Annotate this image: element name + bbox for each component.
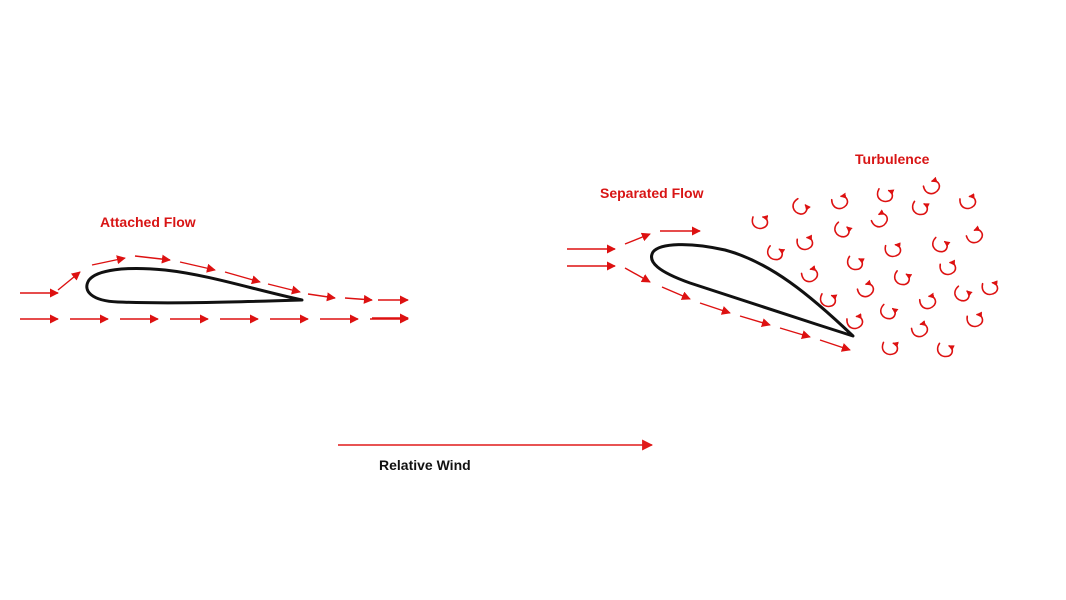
swirl-arrow bbox=[910, 320, 929, 338]
turbulence-swirl bbox=[893, 270, 913, 286]
swirl-arrow bbox=[965, 225, 984, 244]
turbulence-swirl bbox=[959, 193, 977, 210]
turbulence-swirl bbox=[846, 313, 864, 330]
swirl-arrow bbox=[870, 209, 889, 228]
swirl-arrow bbox=[893, 270, 913, 286]
turbulence-swirl bbox=[870, 209, 889, 228]
turbulence-swirl bbox=[884, 242, 902, 258]
turbulence-swirl bbox=[766, 245, 786, 261]
turbulence-swirls bbox=[751, 176, 999, 358]
attached-flow-streamlines bbox=[20, 254, 409, 324]
flow-arrow bbox=[344, 294, 373, 304]
swirl-arrow bbox=[932, 236, 951, 253]
turbulence-swirl bbox=[918, 292, 937, 310]
turbulence-swirl bbox=[910, 320, 929, 338]
turbulence-label: Turbulence bbox=[855, 151, 930, 167]
turbulence-swirl bbox=[876, 188, 895, 203]
swirl-arrow bbox=[936, 342, 955, 358]
turbulence-swirl bbox=[881, 341, 899, 356]
swirl-arrow bbox=[846, 255, 865, 271]
turbulence-swirl bbox=[856, 279, 875, 298]
flow-arrow bbox=[661, 286, 691, 300]
turbulence-swirl bbox=[800, 265, 819, 283]
turbulence-swirl bbox=[819, 293, 838, 308]
airfoil-attached bbox=[85, 267, 304, 305]
swirl-arrow bbox=[800, 265, 819, 283]
swirl-arrow bbox=[792, 197, 811, 215]
airfoil-separated bbox=[650, 243, 855, 338]
swirl-arrow bbox=[796, 234, 814, 251]
turbulence-swirl bbox=[932, 236, 951, 253]
turbulence-swirl bbox=[981, 280, 999, 296]
turbulence-swirl bbox=[834, 221, 853, 238]
turbulence-swirl bbox=[954, 285, 973, 302]
separated-flow-label: Separated Flow bbox=[600, 185, 704, 201]
turbulence-swirl bbox=[922, 176, 941, 195]
turbulence-swirl bbox=[966, 311, 984, 328]
flow-arrow bbox=[699, 302, 731, 315]
swirl-arrow bbox=[954, 285, 973, 302]
swirl-arrow bbox=[911, 200, 930, 216]
turbulence-swirl bbox=[846, 255, 865, 271]
flow-arrow bbox=[91, 255, 126, 266]
flow-arrow bbox=[739, 315, 771, 327]
attached-flow-label: Attached Flow bbox=[100, 214, 196, 230]
swirl-arrow bbox=[766, 245, 786, 261]
separated-flow-streamlines bbox=[567, 226, 851, 352]
swirl-arrow bbox=[939, 259, 957, 276]
flow-arrow bbox=[624, 267, 651, 283]
turbulence-swirl bbox=[796, 234, 814, 251]
turbulence-swirl bbox=[751, 215, 769, 230]
flow-arrow bbox=[624, 232, 651, 245]
swirl-arrow bbox=[876, 188, 895, 203]
flow-arrow bbox=[819, 339, 851, 352]
flow-arrow bbox=[224, 271, 261, 285]
swirl-arrow bbox=[856, 279, 875, 298]
swirl-arrow bbox=[918, 292, 937, 310]
swirl-arrow bbox=[819, 293, 838, 308]
turbulence-swirl bbox=[792, 197, 811, 215]
turbulence-swirl bbox=[939, 259, 957, 276]
flow-arrow bbox=[267, 283, 301, 295]
flow-arrow bbox=[179, 261, 216, 273]
swirl-arrow bbox=[830, 192, 849, 210]
swirl-arrow bbox=[834, 221, 853, 238]
swirl-arrow bbox=[981, 280, 999, 296]
swirl-arrow bbox=[959, 193, 977, 210]
turbulence-swirl bbox=[830, 192, 849, 210]
turbulence-swirl bbox=[936, 342, 955, 358]
turbulence-swirl bbox=[911, 200, 930, 216]
flow-arrow bbox=[134, 254, 171, 264]
turbulence-swirl bbox=[880, 303, 899, 320]
swirl-arrow bbox=[751, 215, 769, 230]
swirl-arrow bbox=[966, 311, 984, 328]
swirl-arrow bbox=[880, 303, 899, 320]
swirl-arrow bbox=[881, 341, 899, 356]
flow-arrow bbox=[779, 327, 811, 339]
flow-arrow bbox=[57, 271, 81, 291]
flow-arrow bbox=[307, 292, 336, 302]
swirl-arrow bbox=[922, 176, 941, 195]
turbulence-swirl bbox=[965, 225, 984, 244]
swirl-arrow bbox=[884, 242, 902, 258]
swirl-arrow bbox=[846, 313, 864, 330]
relative-wind-label: Relative Wind bbox=[379, 457, 471, 473]
